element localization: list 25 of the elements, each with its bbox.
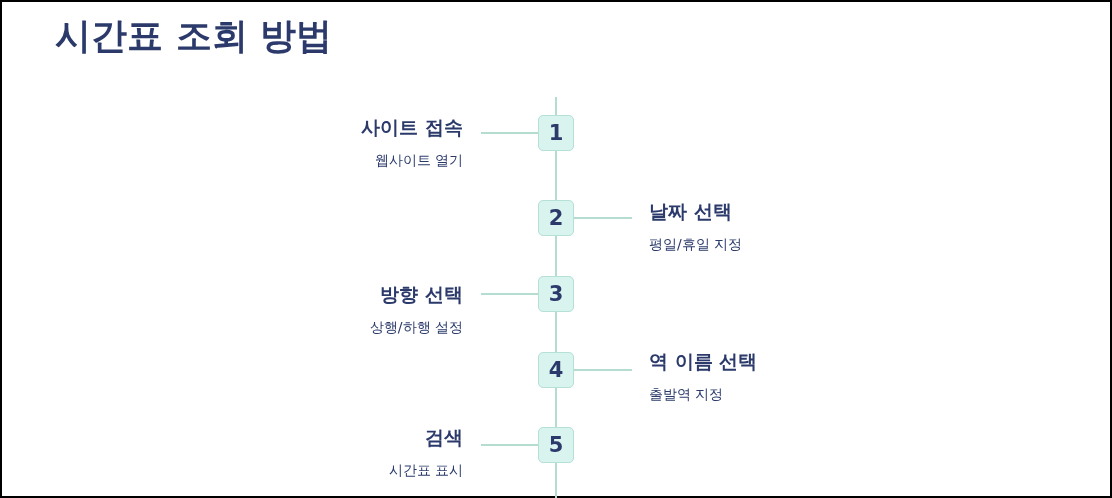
- step-description: 웹사이트 열기: [374, 151, 463, 170]
- step-number-box: 3: [538, 276, 574, 312]
- step-description: 평일/휴일 지정: [649, 235, 743, 254]
- step-heading: 방향 선택: [380, 282, 463, 307]
- step-heading: 역 이름 선택: [649, 349, 758, 374]
- timeline-line: [555, 387, 557, 428]
- step-heading: 날짜 선택: [649, 199, 732, 224]
- leader-line: [480, 293, 539, 295]
- step-description: 시간표 표시: [388, 461, 463, 480]
- diagram-title: 시간표 조회 방법: [55, 14, 333, 58]
- step-number-box: 1: [538, 115, 574, 151]
- step-heading: 사이트 접속: [361, 115, 463, 140]
- timeline-line: [555, 235, 557, 277]
- leader-line: [480, 444, 539, 446]
- step-number-box: 2: [538, 200, 574, 236]
- timeline-line: [555, 311, 557, 353]
- step-description: 출발역 지정: [649, 385, 724, 404]
- step-heading: 검색: [425, 425, 463, 450]
- step-number-box: 4: [538, 352, 574, 388]
- leader-line: [480, 132, 539, 134]
- step-number-box: 5: [538, 427, 574, 463]
- leader-line: [573, 217, 633, 219]
- leader-line: [573, 369, 633, 371]
- timeline-line: [555, 150, 557, 201]
- step-description: 상행/하행 설정: [369, 318, 463, 337]
